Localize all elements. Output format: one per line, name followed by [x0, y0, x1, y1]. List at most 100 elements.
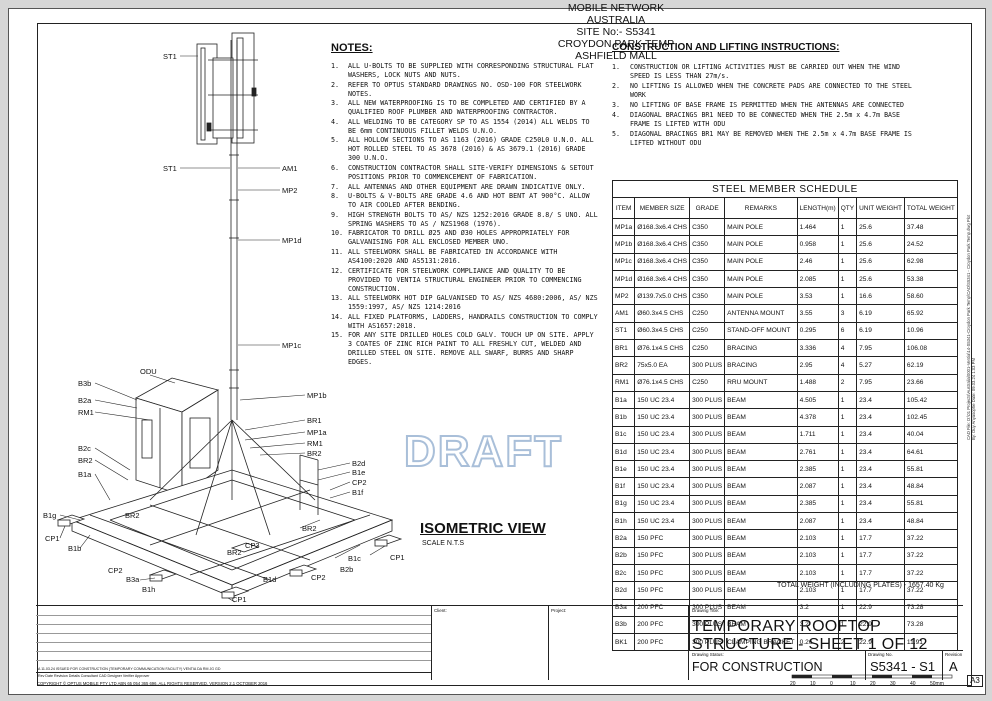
- construction-text: NO LIFTING IS ALLOWED WHEN THE CONCRETE …: [630, 82, 912, 99]
- cell-item: MP1c: [611, 252, 636, 271]
- note-text: ALL HOLLOW SECTIONS TO AS 1163 (2016) GR…: [348, 136, 594, 163]
- construction-text: DIAGONAL BRACINGS BR1 NEED TO BE CONNECT…: [630, 111, 900, 128]
- note-number: 5.: [331, 136, 340, 145]
- cell-unit-weight: 17.7: [856, 546, 905, 565]
- label-b2d: B2d: [352, 459, 365, 468]
- cell-length: 2.46: [796, 252, 839, 271]
- note-item: 4.ALL WELDING TO BE CATEGORY SP TO AS 15…: [331, 118, 601, 136]
- cell-length: 0.295: [796, 321, 839, 341]
- construction-list: 1.CONSTRUCTION OR LIFTING ACTIVITIES MUS…: [612, 63, 922, 149]
- drawing-title-line: STRUCTURE - SHEET 1 OF 12: [692, 636, 928, 653]
- label-br1: BR1: [307, 416, 322, 425]
- cell-member-size: Ø60.3x4.5 CHS: [634, 321, 691, 341]
- part-labels: ST1 ST1 AM1 MP2 MP1d MP1c ODU B3b B2a RM…: [43, 52, 405, 604]
- schedule-title-row: STEEL MEMBER SCHEDULE: [612, 180, 958, 198]
- note-text: REFER TO OPTUS STANDARD DRAWINGS NO. OSD…: [348, 80, 582, 98]
- label-mp2: MP2: [282, 186, 297, 195]
- antenna-panels: [196, 32, 258, 145]
- col-member-size: MEMBER SIZE: [634, 197, 691, 219]
- cell-member-size: 75x5.0 EA: [634, 356, 691, 375]
- cell-item: B1e: [611, 460, 636, 479]
- construction-item: 5.DIAGONAL BRACINGS BR1 MAY BE REMOVED W…: [612, 130, 922, 148]
- note-item: 7.ALL ANTENNAS AND OTHER EQUIPMENT ARE D…: [331, 183, 601, 192]
- construction-number: 2.: [612, 82, 620, 90]
- construction-text: DIAGONAL BRACINGS BR1 MAY BE REMOVED WHE…: [630, 130, 912, 147]
- cell-grade: 300 PLUS: [689, 563, 726, 583]
- label-br2-right: BR2: [307, 449, 322, 458]
- cell-member-size: Ø76.1x4.5 CHS: [634, 373, 691, 392]
- cell-qty: 1: [837, 529, 858, 548]
- cell-member-size: 150 UC 23.4: [634, 408, 691, 427]
- cell-item: B1f: [611, 477, 636, 496]
- cell-unit-weight: 17.7: [856, 529, 905, 548]
- cell-member-size: 150 PFC: [634, 581, 691, 600]
- scale-tick: 50mm: [930, 681, 944, 687]
- note-item: 10.FABRICATOR TO DRILL Ø25 AND Ø30 HOLES…: [331, 229, 601, 247]
- cell-qty: 1: [837, 425, 858, 444]
- construction-number: 3.: [612, 101, 620, 109]
- cell-member-size: Ø168.3x6.4 CHS: [634, 252, 691, 271]
- drawing-title-line: TEMPORARY ROOFTOP: [692, 618, 882, 635]
- note-number: 11.: [331, 247, 344, 256]
- cell-remarks: MAIN POLE: [724, 235, 798, 254]
- cell-unit-weight: 23.4: [856, 477, 905, 496]
- cell-unit-weight: 7.95: [856, 339, 905, 358]
- cell-remarks: BEAM: [724, 477, 798, 496]
- cell-member-size: 150 UC 23.4: [634, 425, 691, 444]
- cell-member-size: Ø168.3x6.4 CHS: [634, 269, 691, 289]
- cell-total-weight: 62.19: [903, 356, 958, 375]
- cell-qty: 1: [837, 235, 858, 254]
- title-block: A 11.03.24 ISSUED FOR CONSTRUCTION (TEMP…: [36, 605, 963, 680]
- label-br2-mid: BR2: [125, 511, 140, 520]
- cell-qty: 1: [837, 287, 858, 306]
- cell-total-weight: 23.66: [903, 373, 958, 392]
- note-item: 8.U-BOLTS & V-BOLTS ARE GRADE 4.6 AND HO…: [331, 192, 601, 210]
- drawing-border: [37, 23, 972, 686]
- label-b2c: B2c: [78, 444, 91, 453]
- cell-member-size: 150 UC 23.4: [634, 494, 691, 514]
- cell-unit-weight: 23.4: [856, 460, 905, 479]
- cell-length: 1.464: [796, 217, 839, 237]
- cell-member-size: 150 UC 23.4: [634, 477, 691, 496]
- label-mp1d: MP1d: [282, 236, 302, 245]
- cell-length: 2.087: [796, 477, 839, 496]
- note-item: 1.ALL U-BOLTS TO BE SUPPLIED WITH CORRES…: [331, 62, 601, 80]
- cell-unit-weight: 25.6: [856, 217, 905, 237]
- note-item: 6.CONSTRUCTION CONTRACTOR SHALL SITE-VER…: [331, 164, 601, 182]
- cell-total-weight: 37.22: [903, 529, 958, 548]
- cell-item: MP2: [611, 287, 636, 306]
- note-item: 14.ALL FIXED PLATFORMS, LADDERS, HANDRAI…: [331, 313, 601, 331]
- note-number: 8.: [331, 192, 340, 201]
- label-b1e: B1e: [352, 468, 365, 477]
- note-item: 9.HIGH STRENGTH BOLTS TO AS/ NZS 1252:20…: [331, 211, 601, 229]
- cell-total-weight: 106.08: [903, 339, 958, 358]
- cell-item: MP1a: [611, 217, 636, 237]
- note-number: 4.: [331, 117, 340, 126]
- cell-total-weight: 37.22: [903, 546, 958, 565]
- label-cp3: CP3: [245, 541, 260, 550]
- steel-member-schedule: STEEL MEMBER SCHEDULE ITEM MEMBER SIZE G…: [611, 180, 958, 652]
- label-am1: AM1: [282, 164, 297, 173]
- cell-length: 1.711: [796, 425, 839, 444]
- isometric-view-title: ISOMETRIC VIEW: [420, 520, 546, 537]
- cell-qty: 1: [837, 442, 858, 462]
- cell-grade: C350: [689, 269, 726, 289]
- drawing-title-label: Drawing Title:: [692, 608, 720, 613]
- cell-grade: 300 PLUS: [689, 546, 726, 565]
- cell-item: BR2: [611, 356, 636, 375]
- construction-item: 1.CONSTRUCTION OR LIFTING ACTIVITIES MUS…: [612, 63, 922, 81]
- label-mp1a: MP1a: [307, 428, 327, 437]
- cell-item: MP1b: [611, 235, 636, 254]
